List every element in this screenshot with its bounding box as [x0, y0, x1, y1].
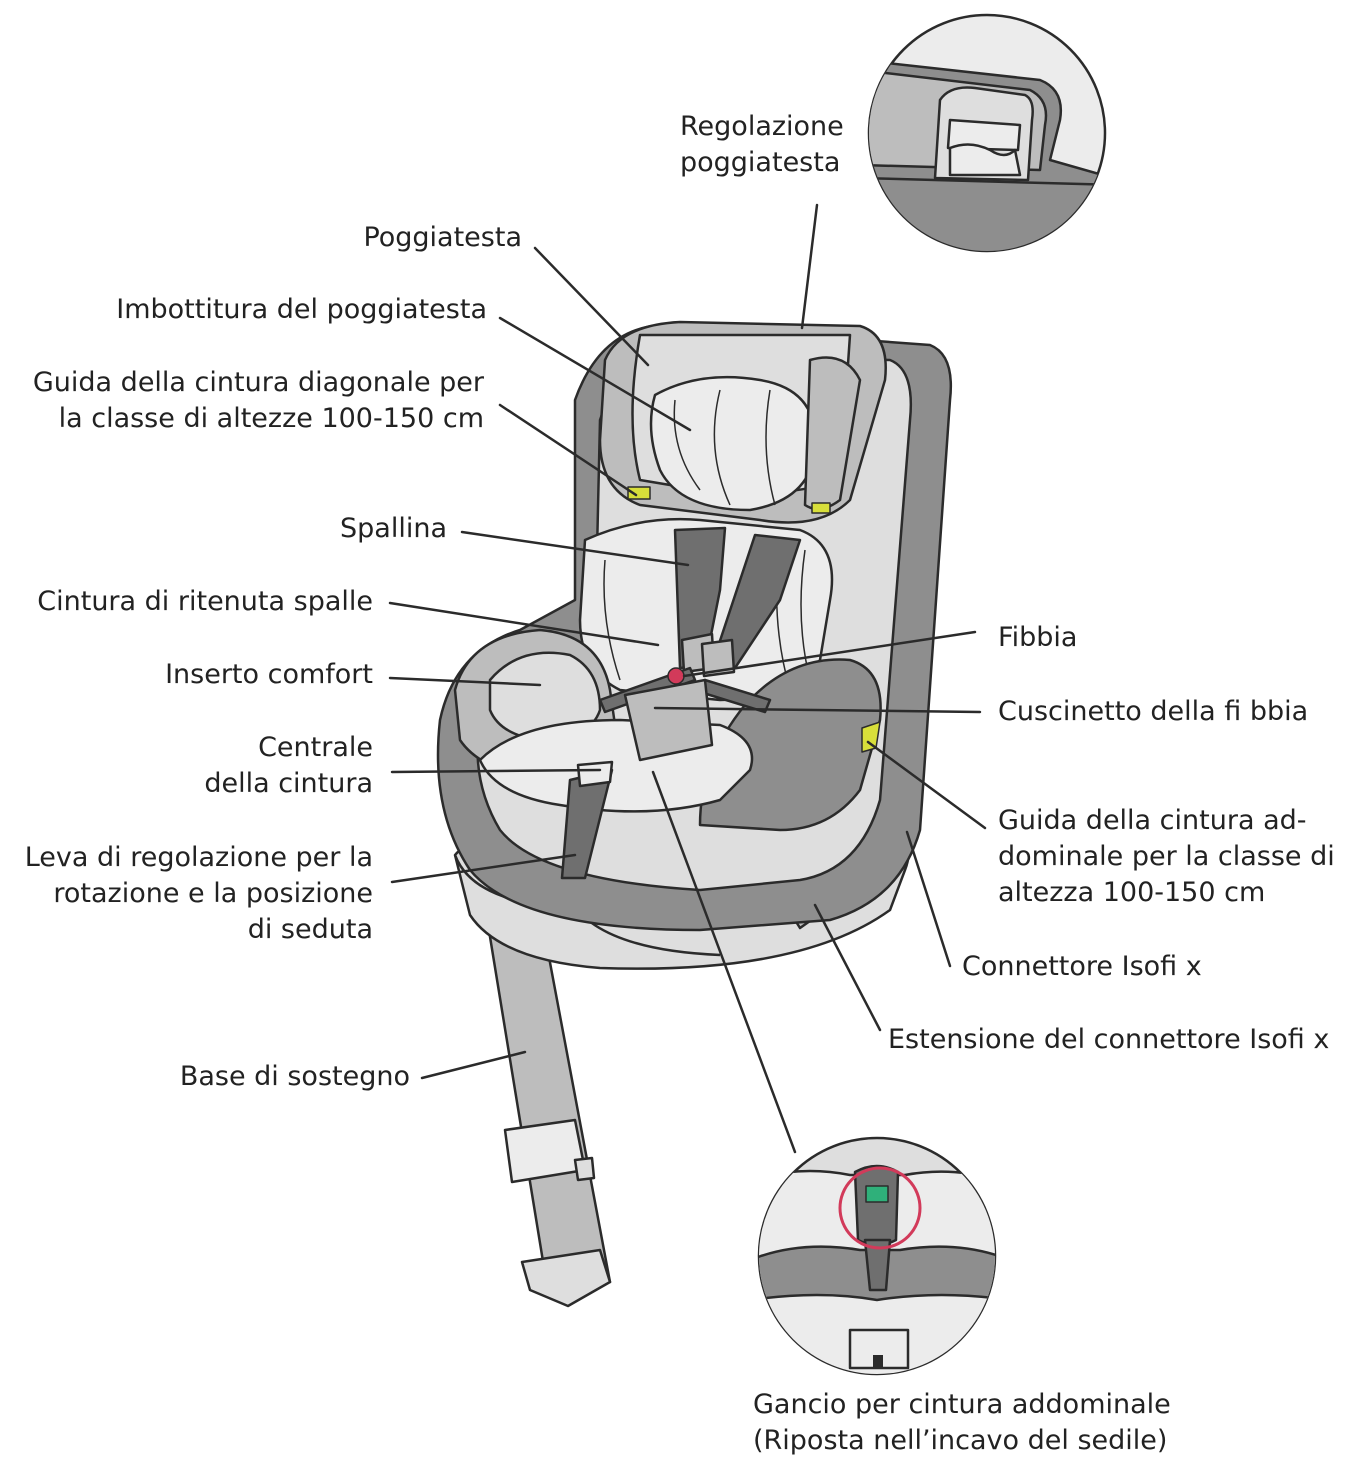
- leader-cintura-spalle: [388, 601, 660, 647]
- leader-imbottitura: [498, 316, 692, 432]
- support-leg: [482, 886, 612, 1308]
- leader-regolazione: [800, 203, 819, 330]
- lap-belt-hook-inset: [757, 1136, 997, 1376]
- leader-guida-diagonale: [498, 403, 638, 497]
- label-leva-regolazione: Leva di regolazione per la rotazione e l…: [24, 842, 373, 945]
- label-cuscinetto-fibbia: Cuscinetto della fi bbia: [998, 696, 1309, 727]
- leader-cuscinetto: [653, 706, 982, 714]
- headrest-adjust-inset: [867, 13, 1107, 253]
- label-inserto-comfort: Inserto comfort: [165, 659, 373, 690]
- label-base-sostegno: Base di sostegno: [179, 1061, 410, 1092]
- leader-lines: [388, 203, 987, 1154]
- label-cintura-spalle: Cintura di ritenuta spalle: [37, 586, 373, 617]
- harness: [560, 526, 881, 880]
- label-gancio-cintura: Gancio per cintura addominale (Riposta n…: [753, 1389, 1171, 1456]
- label-guida-diagonale: Guida della cintura diagonale per la cla…: [32, 367, 484, 434]
- label-regolazione-poggiatesta: Regolazione poggiatesta: [680, 111, 844, 178]
- leader-connettore: [905, 830, 952, 968]
- leader-estensione: [813, 903, 882, 1032]
- leader-poggiatesta: [533, 246, 650, 367]
- label-guida-addominale: Guida della cintura ad- dominale per la …: [998, 805, 1335, 908]
- car-seat-illustration: [436, 320, 952, 1308]
- headrest: [598, 320, 887, 524]
- label-poggiatesta: Poggiatesta: [363, 222, 522, 253]
- leader-leva: [390, 853, 577, 884]
- leader-centrale: [390, 768, 602, 774]
- label-estensione-isofix: Estensione del connettore Isofi x: [888, 1024, 1330, 1055]
- label-centrale-cintura: Centrale della cintura: [204, 732, 373, 799]
- label-connettore-isofix: Connettore Isofi x: [962, 951, 1202, 982]
- label-imbottitura: Imbottitura del poggiatesta: [116, 294, 487, 325]
- leader-base: [420, 1050, 527, 1080]
- leader-spallina: [460, 530, 690, 567]
- label-fibbia: Fibbia: [998, 622, 1078, 653]
- leader-gancio: [651, 770, 797, 1154]
- label-spallina: Spallina: [340, 513, 447, 544]
- leader-inserto: [388, 676, 542, 687]
- leader-fibbia: [682, 630, 977, 678]
- leader-guida-addominale: [866, 740, 987, 830]
